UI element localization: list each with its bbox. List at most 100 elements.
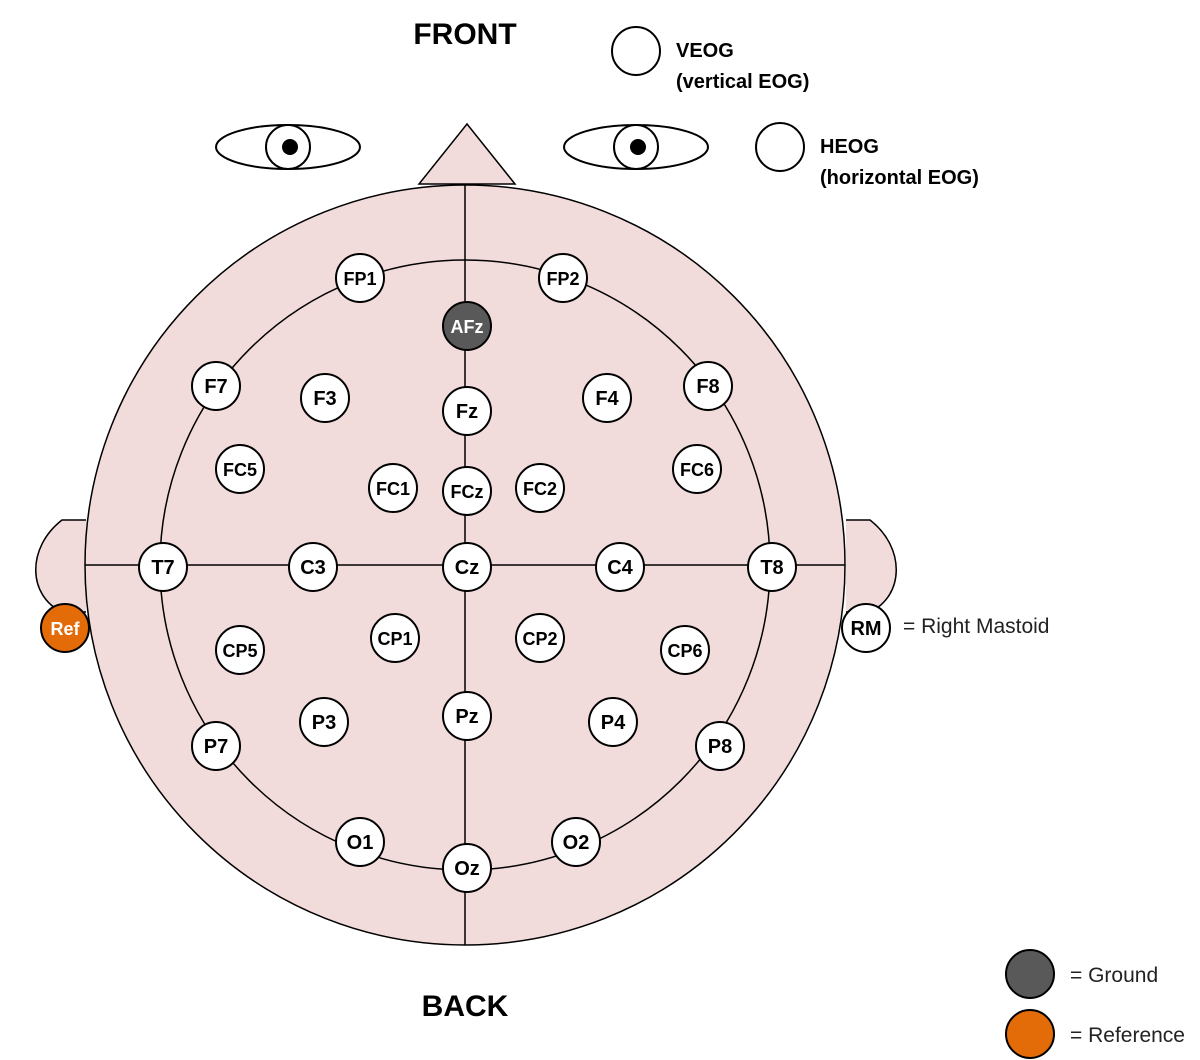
electrode-t8-label: T8 (760, 557, 783, 579)
electrode-fz-marker (442, 386, 492, 436)
electrode-c4-label: C4 (607, 557, 633, 579)
electrode-cp6-marker (660, 625, 710, 675)
veog-sublabel: (vertical EOG) (676, 71, 809, 93)
left-eye-icon (215, 124, 361, 170)
electrode-o1: O1 (335, 817, 385, 867)
electrode-f3-marker (300, 373, 350, 423)
electrode-fp1-marker (335, 253, 385, 303)
electrode-o1-label: O1 (347, 832, 374, 854)
electrode-t8: T8 (747, 542, 797, 592)
veog-electrode (611, 26, 661, 76)
electrode-f7-label: F7 (204, 376, 227, 398)
right-eye-icon (563, 124, 709, 170)
electrode-fc1-marker (368, 463, 418, 513)
electrode-fcz: FCz (442, 466, 492, 516)
electrode-f4-marker (582, 373, 632, 423)
front-label: FRONT (413, 18, 516, 51)
electrode-pz-label: Pz (455, 706, 478, 728)
electrode-fz-label: Fz (456, 401, 478, 423)
electrode-fc5: FC5 (215, 444, 265, 494)
heog-sublabel: (horizontal EOG) (820, 167, 979, 189)
electrode-o1-marker (335, 817, 385, 867)
electrode-t7-marker (138, 542, 188, 592)
electrode-rm: RM (841, 603, 891, 653)
electrode-afz-label: AFz (451, 317, 484, 337)
electrode-p7-label: P7 (204, 736, 228, 758)
legend-ground-label: = Ground (1070, 964, 1158, 987)
electrode-f3-label: F3 (313, 388, 336, 410)
electrode-fc1: FC1 (368, 463, 418, 513)
heog-electrode (755, 122, 805, 172)
electrode-rm-marker (841, 603, 891, 653)
electrode-f8-marker (683, 361, 733, 411)
legend-reference-label: = Reference (1070, 1024, 1185, 1047)
electrode-o2-marker (551, 817, 601, 867)
electrode-c4: C4 (595, 542, 645, 592)
electrode-fc2-label: FC2 (523, 479, 557, 499)
electrode-fc6-label: FC6 (680, 460, 714, 480)
electrode-f4-label: F4 (595, 388, 619, 410)
electrode-fp1: FP1 (335, 253, 385, 303)
electrode-cp1: CP1 (370, 613, 420, 663)
back-label: BACK (422, 990, 509, 1023)
electrode-cp1-label: CP1 (377, 629, 412, 649)
electrode-afz-marker (442, 301, 492, 351)
electrode-c4-marker (595, 542, 645, 592)
electrode-cp2: CP2 (515, 613, 565, 663)
electrode-c3-marker (288, 542, 338, 592)
electrode-cp5: CP5 (215, 625, 265, 675)
electrode-f3: F3 (300, 373, 350, 423)
electrode-cp1-marker (370, 613, 420, 663)
electrode-fcz-marker (442, 466, 492, 516)
rm-note: = Right Mastoid (903, 615, 1050, 638)
electrode-fc6: FC6 (672, 444, 722, 494)
legend-ground-swatch (1005, 949, 1055, 999)
electrode-t7: T7 (138, 542, 188, 592)
electrode-p7: P7 (191, 721, 241, 771)
electrode-p4-label: P4 (601, 712, 626, 734)
electrode-cz-label: Cz (455, 557, 479, 579)
electrode-fp2-marker (538, 253, 588, 303)
electrode-p4: P4 (588, 697, 638, 747)
electrode-cp6: CP6 (660, 625, 710, 675)
electrode-fc1-label: FC1 (376, 479, 410, 499)
electrode-fc5-label: FC5 (223, 460, 257, 480)
electrode-f8-label: F8 (696, 376, 719, 398)
electrode-fp2: FP2 (538, 253, 588, 303)
electrode-c3: C3 (288, 542, 338, 592)
electrode-cp2-label: CP2 (522, 629, 557, 649)
electrode-cp2-marker (515, 613, 565, 663)
electrode-t8-marker (747, 542, 797, 592)
electrode-fc2-marker (515, 463, 565, 513)
right-ear (846, 519, 897, 613)
electrode-f4: F4 (582, 373, 632, 423)
electrode-c3-label: C3 (300, 557, 326, 579)
electrode-cp5-label: CP5 (222, 641, 257, 661)
electrode-cp5-marker (215, 625, 265, 675)
electrode-ref-label: Ref (50, 619, 80, 639)
electrode-p3: P3 (299, 697, 349, 747)
electrode-fcz-label: FCz (451, 482, 484, 502)
electrode-fz: Fz (442, 386, 492, 436)
electrode-cz-marker (442, 542, 492, 592)
electrode-pz-marker (442, 691, 492, 741)
electrode-p3-marker (299, 697, 349, 747)
electrode-p8: P8 (695, 721, 745, 771)
electrode-pz: Pz (442, 691, 492, 741)
electrode-p7-marker (191, 721, 241, 771)
legend-reference-swatch (1005, 1009, 1055, 1059)
left-ear (35, 519, 86, 613)
electrode-oz-marker (442, 843, 492, 893)
electrode-rm-label: RM (850, 618, 881, 640)
electrode-f8: F8 (683, 361, 733, 411)
nose-icon (417, 122, 517, 185)
legend: = Ground = Reference (1005, 949, 1185, 1059)
electrode-p8-marker (695, 721, 745, 771)
electrode-t7-label: T7 (151, 557, 174, 579)
electrode-cz: Cz (442, 542, 492, 592)
electrode-cp6-label: CP6 (667, 641, 702, 661)
electrode-fc6-marker (672, 444, 722, 494)
electrode-p3-label: P3 (312, 712, 336, 734)
